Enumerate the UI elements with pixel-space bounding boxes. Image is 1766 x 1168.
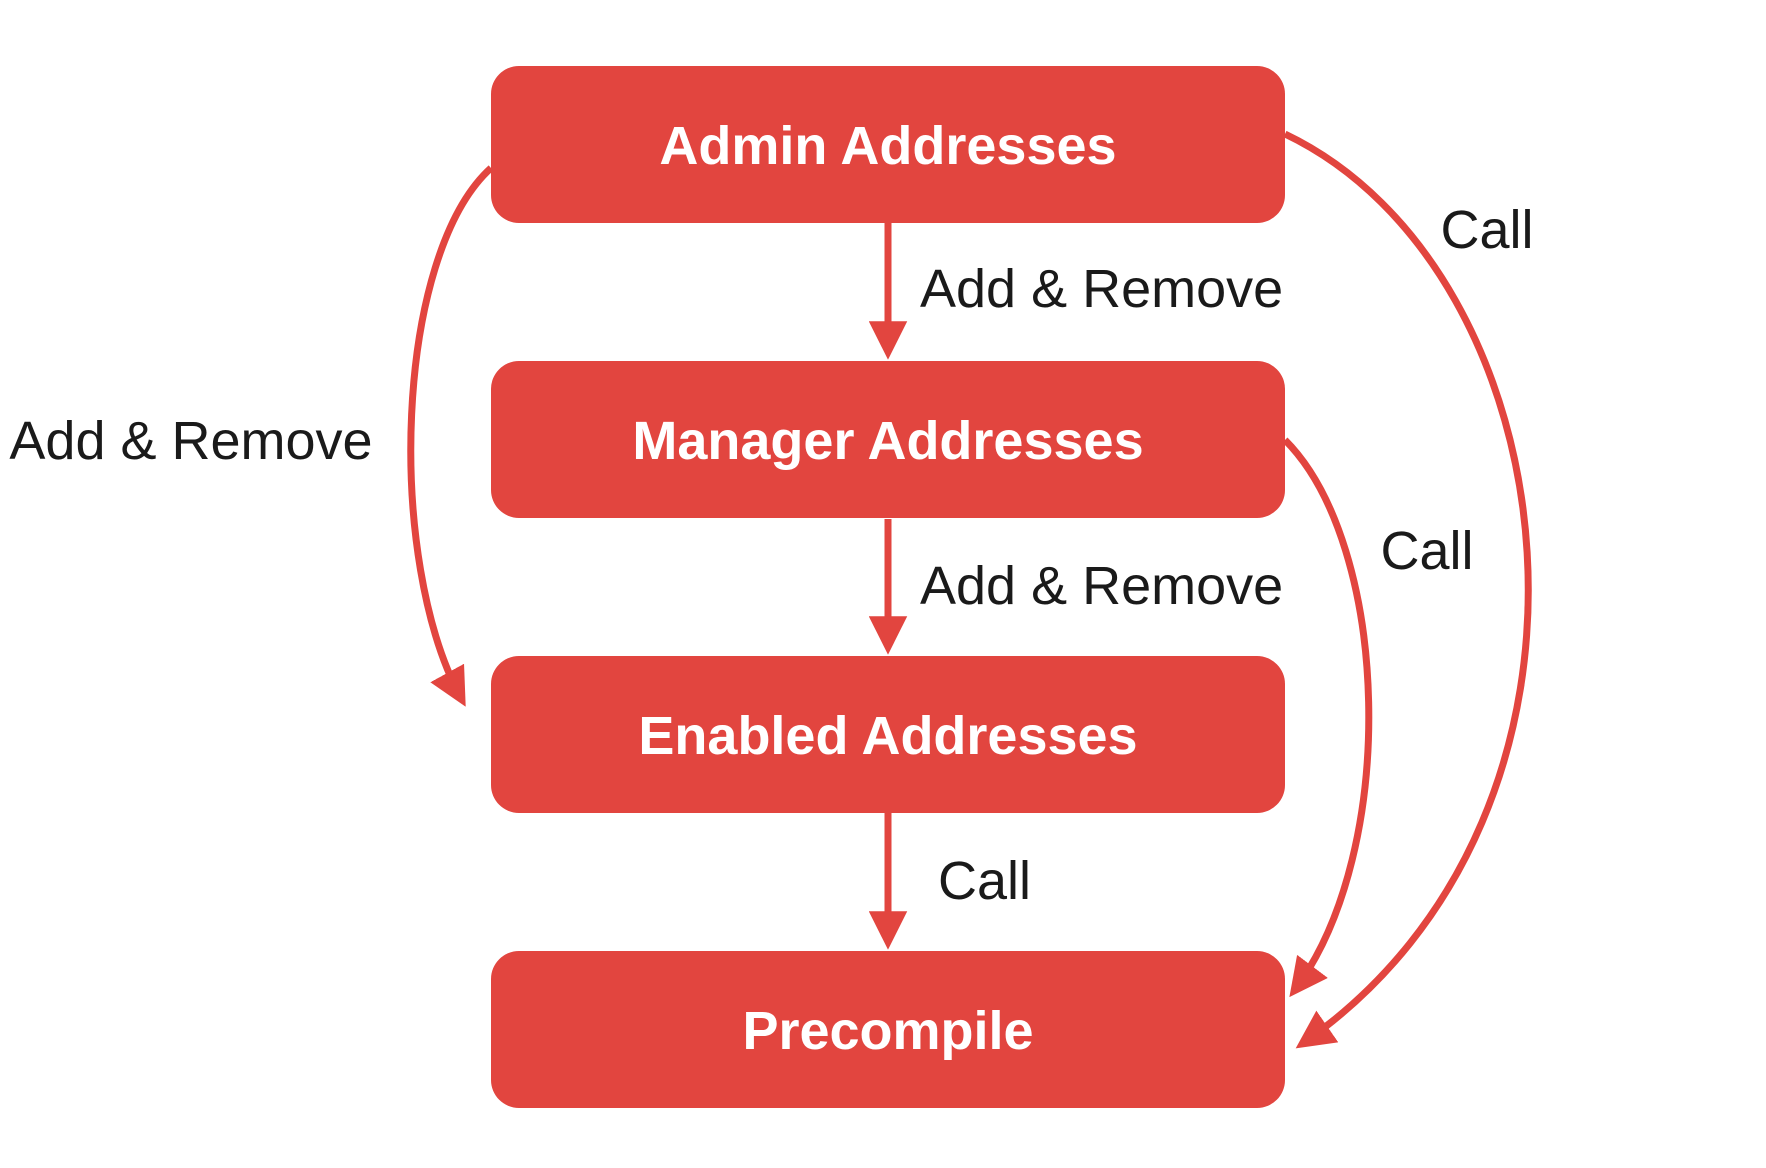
- edge-label-admin-to-enabled: Add & Remove: [9, 411, 372, 471]
- node-manager-addresses-box: [491, 361, 1285, 518]
- edge-label-manager-to-enabled: Add & Remove: [920, 556, 1283, 616]
- node-precompile-label: Precompile: [742, 1001, 1033, 1061]
- node-enabled-addresses-box: [491, 656, 1285, 813]
- edge-label-admin-to-manager: Add & Remove: [920, 259, 1283, 319]
- edge-label-manager-to-precompile: Call: [1380, 521, 1473, 581]
- node-admin-addresses: Admin Addresses: [491, 66, 1285, 223]
- edge-admin-to-precompile-arrow: [1283, 130, 1532, 1049]
- node-admin-addresses-box: [491, 66, 1285, 223]
- node-enabled-addresses: Enabled Addresses: [491, 656, 1285, 813]
- node-admin-addresses-label: Admin Addresses: [659, 116, 1116, 176]
- node-enabled-addresses-label: Enabled Addresses: [638, 706, 1137, 766]
- node-precompile-box: [491, 951, 1285, 1108]
- edge-label-admin-to-precompile: Call: [1440, 200, 1533, 260]
- node-manager-addresses: Manager Addresses: [491, 361, 1285, 518]
- node-precompile: Precompile: [491, 951, 1285, 1108]
- node-manager-addresses-label: Manager Addresses: [632, 411, 1143, 471]
- edge-manager-to-precompile-arrow: [1282, 437, 1373, 998]
- edge-admin-to-enabled-arrow: [407, 165, 494, 707]
- edge-label-enabled-to-precompile: Call: [938, 851, 1031, 911]
